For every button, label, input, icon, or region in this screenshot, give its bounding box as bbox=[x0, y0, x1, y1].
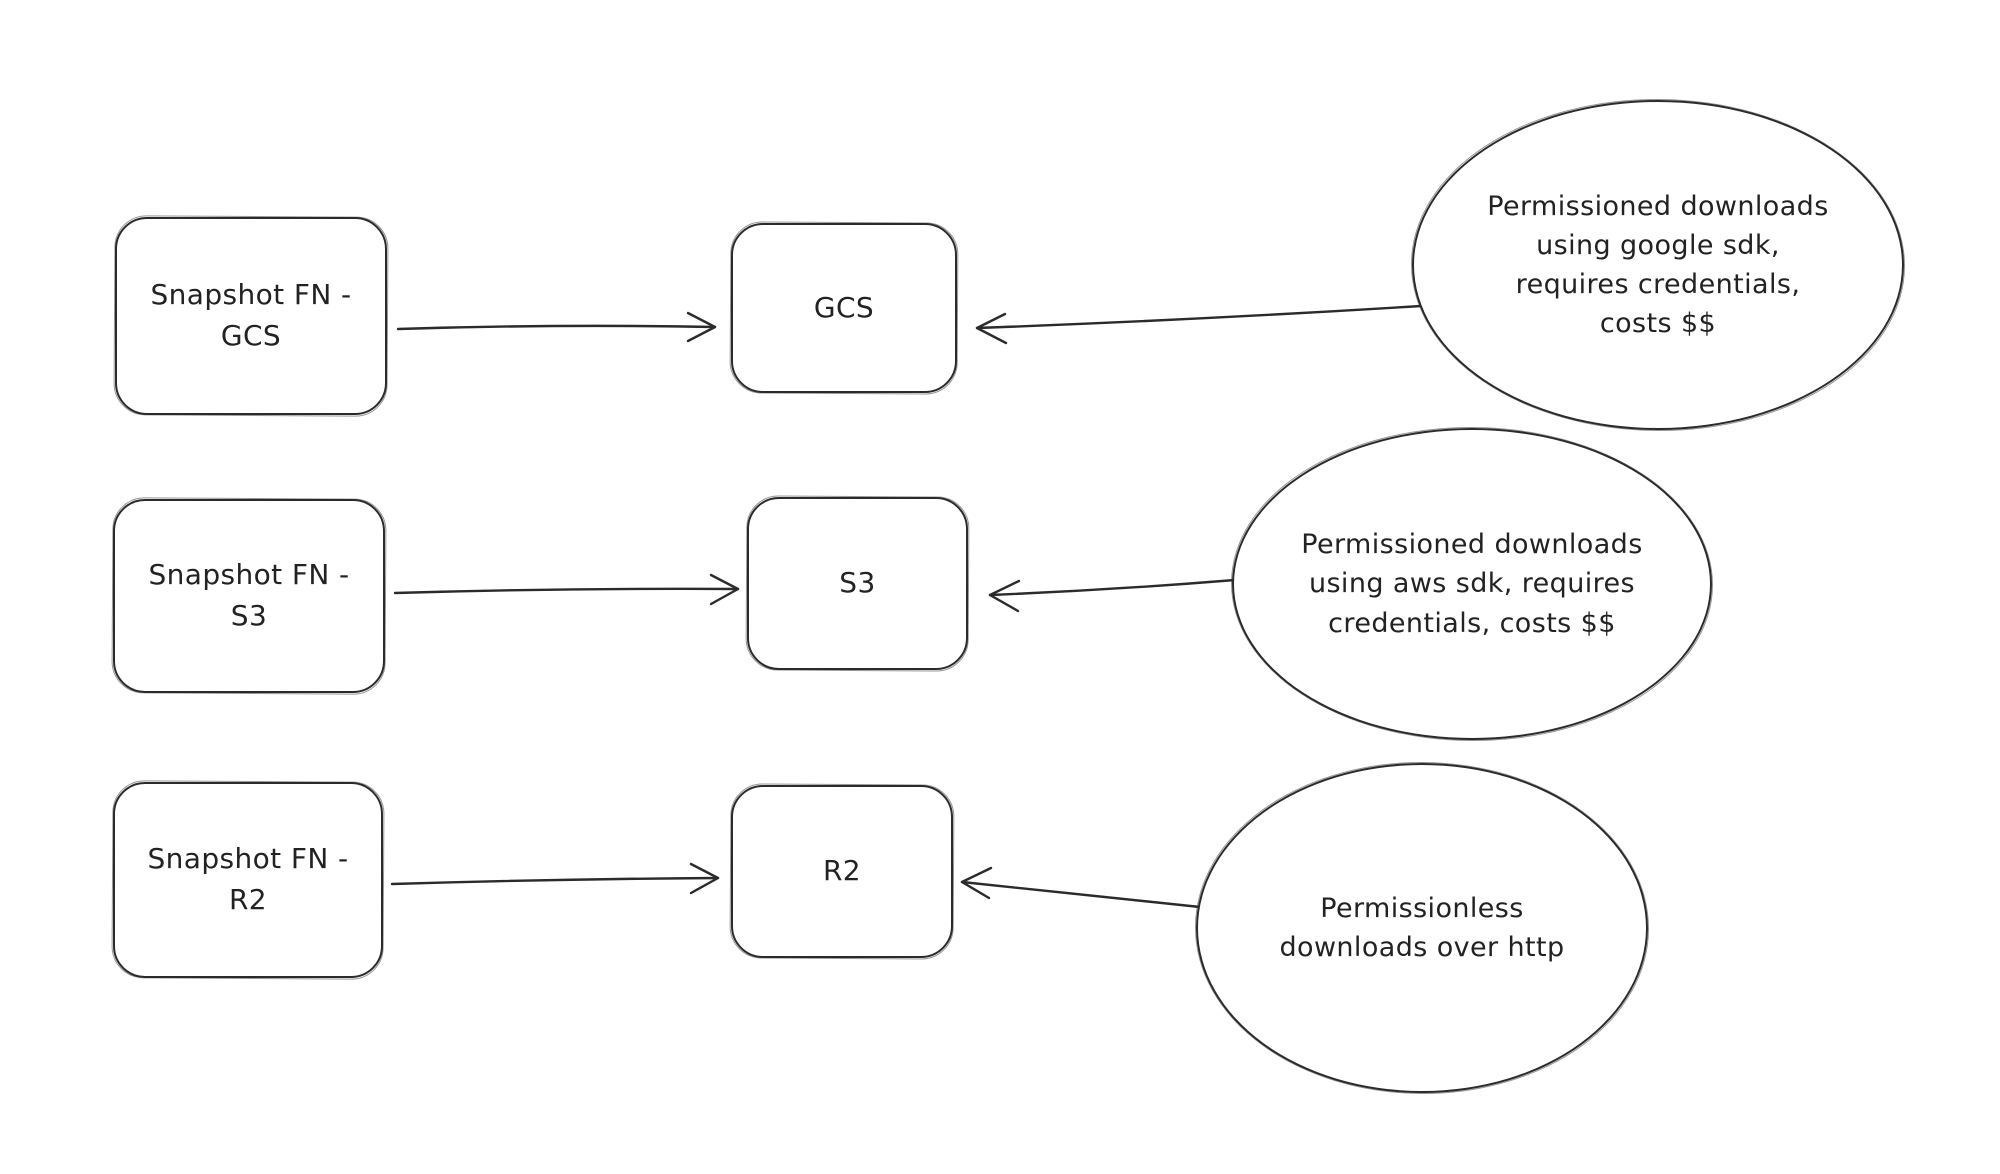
note-gcs: Permissioned downloads using google sdk,… bbox=[1412, 100, 1904, 430]
node-gcs: GCS bbox=[731, 223, 957, 393]
arrow-note-to-r2 bbox=[960, 866, 1202, 909]
node-snapshot-fn-s3-label: Snapshot FN - S3 bbox=[148, 558, 350, 632]
arrow-snapshot-r2-to-r2 bbox=[390, 862, 720, 895]
node-snapshot-fn-r2: Snapshot FN - R2 bbox=[113, 782, 383, 978]
note-gcs-text: Permissioned downloads using google sdk,… bbox=[1487, 190, 1829, 340]
node-r2: R2 bbox=[731, 785, 953, 958]
node-gcs-label: GCS bbox=[813, 290, 875, 324]
note-s3: Permissioned downloads using aws sdk, re… bbox=[1232, 428, 1712, 740]
note-r2-text: Permissionless downloads over http bbox=[1279, 892, 1565, 963]
node-s3: S3 bbox=[747, 497, 968, 670]
note-s3-text: Permissioned downloads using aws sdk, re… bbox=[1301, 529, 1643, 639]
node-snapshot-fn-s3: Snapshot FN - S3 bbox=[113, 499, 385, 693]
node-snapshot-fn-gcs: Snapshot FN - GCS bbox=[115, 217, 387, 415]
note-r2: Permissionless downloads over http bbox=[1196, 763, 1648, 1093]
node-s3-label: S3 bbox=[839, 566, 876, 600]
node-snapshot-fn-r2-label: Snapshot FN - R2 bbox=[147, 842, 349, 916]
node-r2-label: R2 bbox=[822, 854, 862, 888]
arrow-note-to-gcs bbox=[975, 304, 1423, 345]
arrow-snapshot-s3-to-s3 bbox=[393, 573, 740, 606]
arrow-snapshot-gcs-to-gcs bbox=[396, 311, 717, 343]
node-snapshot-fn-gcs-label: Snapshot FN - GCS bbox=[150, 278, 352, 352]
arrow-note-to-s3 bbox=[988, 578, 1237, 613]
